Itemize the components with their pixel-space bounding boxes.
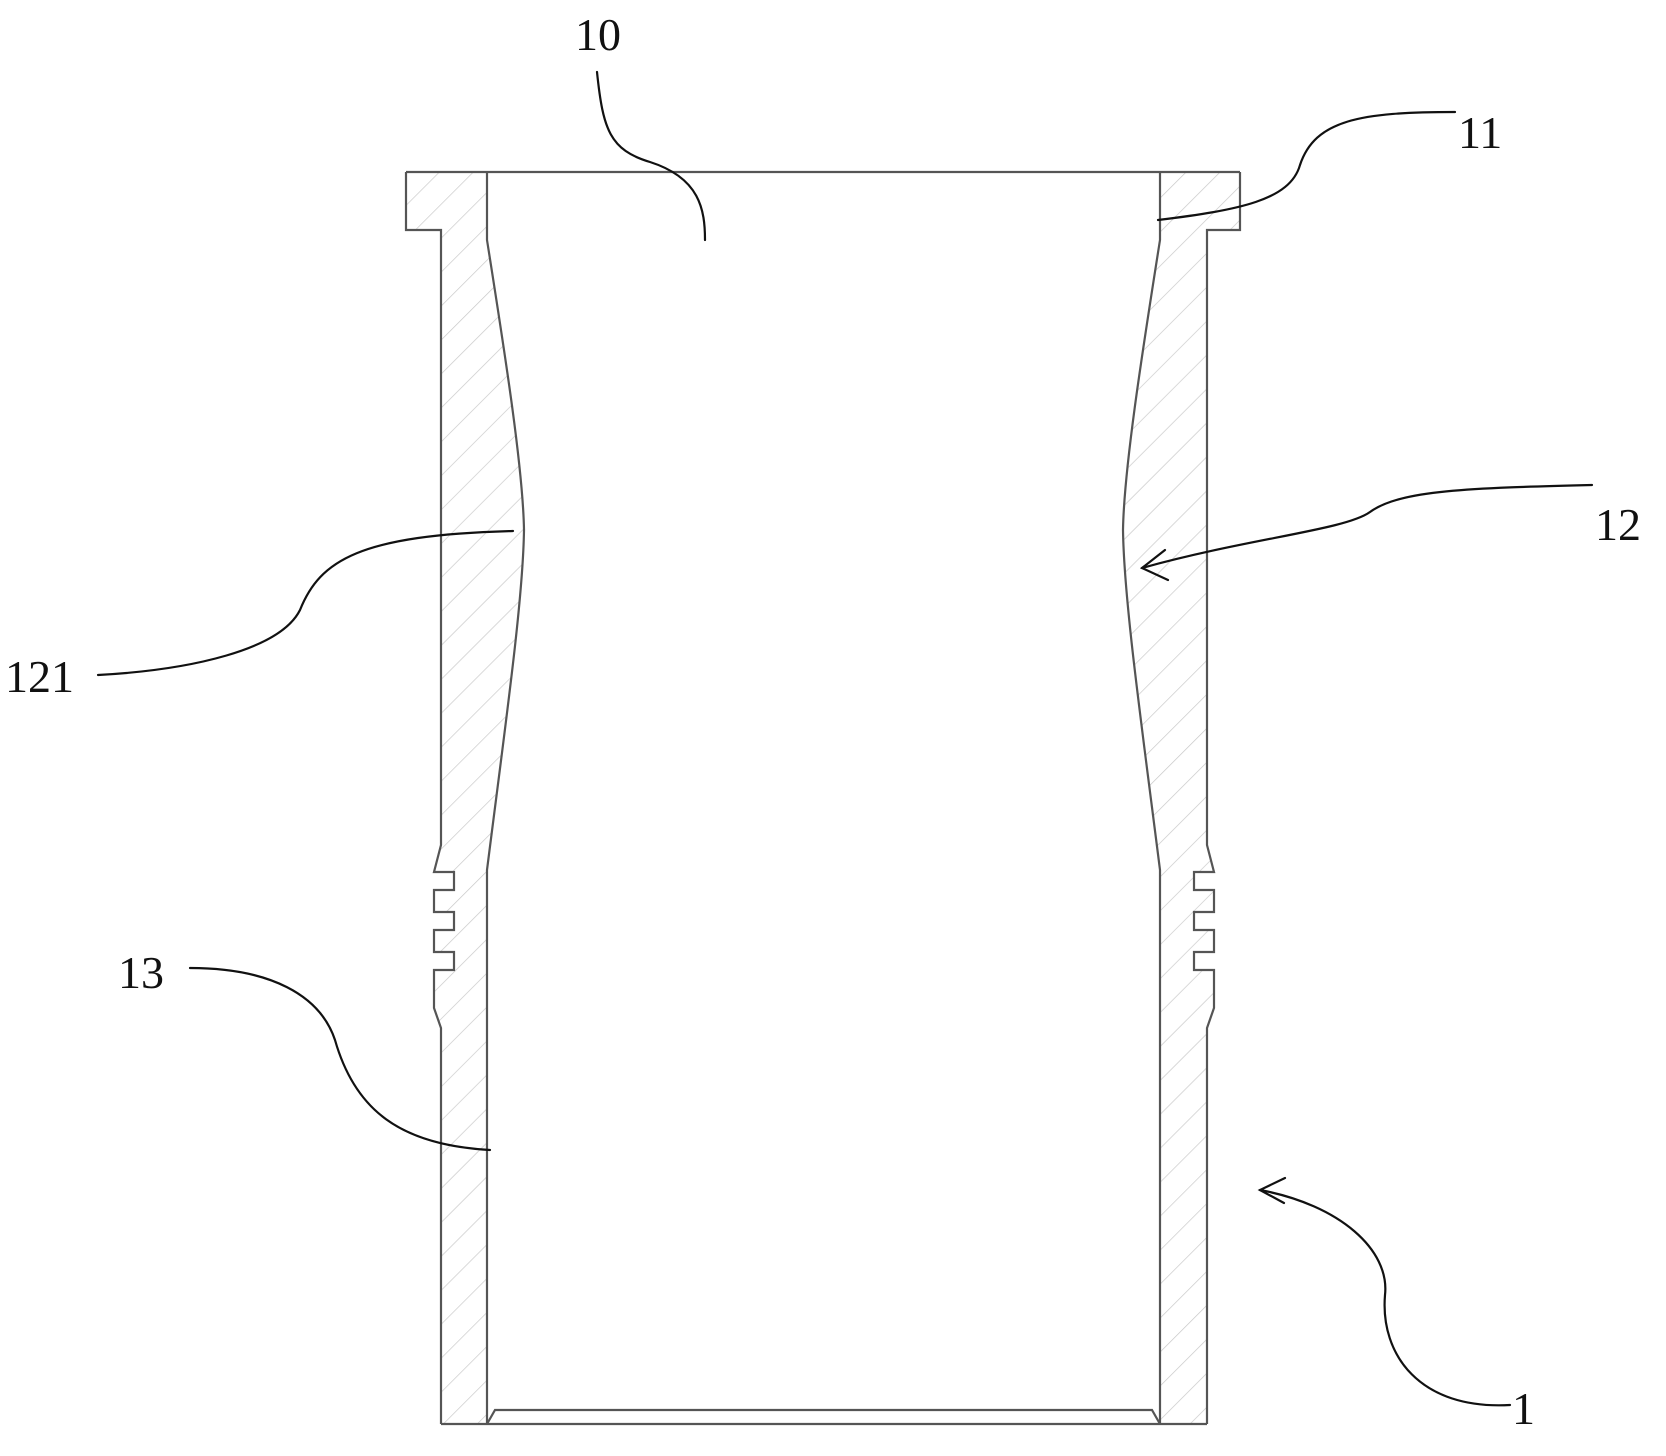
leader-12 [1140,483,1594,570]
leader-11 [1156,110,1457,222]
label-121: 121 [5,651,74,702]
leader-10 [595,70,707,242]
label-1: 1 [1512,1383,1535,1434]
right-outer-profile [1192,172,1242,1424]
leader-13 [188,966,492,1152]
label-12: 12 [1595,499,1641,550]
right-inner-bore-profile [1121,172,1162,1424]
arrowhead-1 [1257,1176,1287,1205]
left-outer-profile [404,172,456,1424]
label-10: 10 [575,9,621,60]
left-wall-section [406,172,524,1424]
label-11: 11 [1458,107,1502,158]
left-inner-bore-profile [485,172,526,1424]
leader-1 [1258,1188,1512,1407]
right-wall-section [1123,172,1240,1424]
label-13: 13 [118,947,164,998]
arrowhead-12 [1139,548,1170,582]
bottom-chamfer [486,1408,1161,1425]
leader-121 [96,529,515,677]
